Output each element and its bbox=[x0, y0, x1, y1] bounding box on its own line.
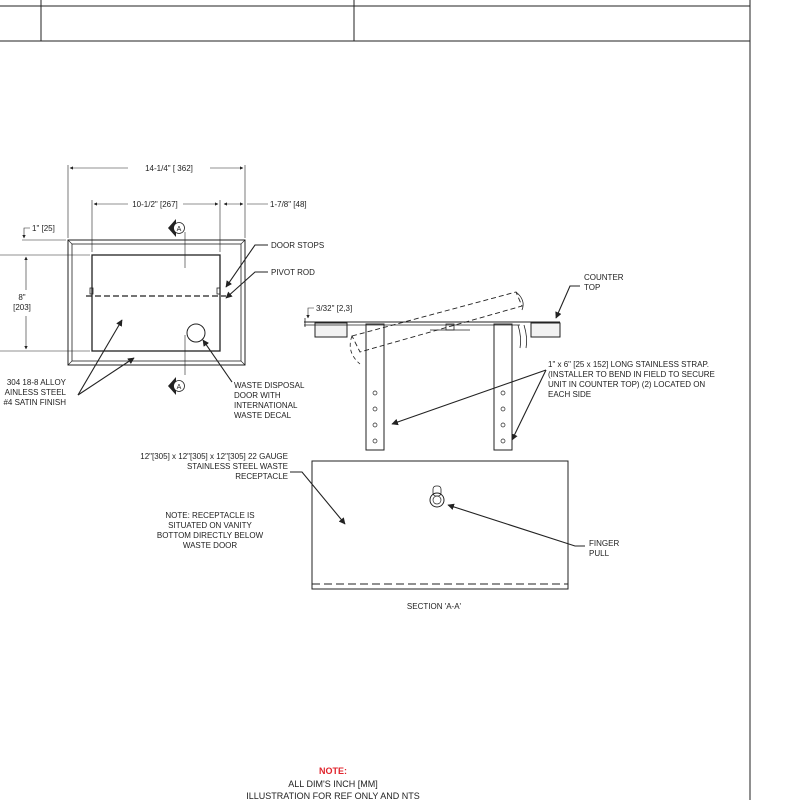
note-receptacle-2: SITUATED ON VANITY bbox=[168, 521, 252, 530]
dim-height-in: 8" bbox=[18, 293, 25, 302]
door-open-position bbox=[351, 291, 523, 353]
dim-overall-width: 14-1/4" [ 362] bbox=[145, 164, 193, 173]
label-counter-top-2: TOP bbox=[584, 283, 600, 292]
section-marker-bottom: A bbox=[168, 377, 185, 395]
footer-note-heading: NOTE: bbox=[319, 766, 347, 776]
label-waste-door-1: WASTE DISPOSAL bbox=[234, 381, 305, 390]
label-counter-top-1: COUNTER bbox=[584, 273, 624, 282]
waste-door bbox=[91, 254, 221, 352]
finger-pull bbox=[429, 485, 445, 508]
label-finger-pull-1: FINGER bbox=[589, 539, 619, 548]
label-receptacle-2: STAINLESS STEEL WASTE bbox=[187, 462, 288, 471]
label-strap-3: UNIT IN COUNTER TOP) (2) LOCATED ON bbox=[548, 380, 705, 389]
title-block bbox=[0, 0, 751, 800]
label-pivot-rod: PIVOT ROD bbox=[271, 268, 315, 277]
door-stop-right bbox=[216, 287, 221, 295]
note-receptacle-4: WASTE DOOR bbox=[183, 541, 238, 550]
label-strap-4: EACH SIDE bbox=[548, 390, 591, 399]
dim-door-width: 10-1/2" [267] bbox=[132, 200, 178, 209]
label-material-1: 304 18-8 ALLOY bbox=[7, 378, 67, 387]
waste-receptacle bbox=[311, 460, 569, 590]
strap-right bbox=[493, 323, 513, 451]
dim-thickness: 3/32" [2,3] bbox=[316, 304, 352, 313]
footer-note-line2: ILLUSTRATION FOR REF ONLY AND NTS bbox=[246, 791, 420, 800]
note-receptacle-1: NOTE: RECEPTACLE IS bbox=[165, 511, 254, 520]
outer-frame bbox=[67, 239, 246, 366]
label-waste-door-3: INTERNATIONAL bbox=[234, 401, 298, 410]
label-strap-1: 1" x 6" [25 x 152] LONG STAINLESS STRAP. bbox=[548, 360, 709, 369]
strap-left bbox=[365, 323, 385, 451]
footer-note-line1: ALL DIM'S INCH [MM] bbox=[288, 779, 377, 789]
section-view bbox=[290, 285, 585, 590]
label-finger-pull-2: PULL bbox=[589, 549, 610, 558]
label-material-2: AINLESS STEEL bbox=[5, 388, 67, 397]
label-waste-door-4: WASTE DECAL bbox=[234, 411, 292, 420]
section-marker-top: A bbox=[168, 219, 185, 237]
section-caption: SECTION 'A-A' bbox=[407, 602, 462, 611]
door-stop-left bbox=[89, 287, 94, 295]
frame-inner-bevel bbox=[71, 243, 242, 362]
label-door-stops: DOOR STOPS bbox=[271, 241, 324, 250]
label-receptacle-3: RECEPTACLE bbox=[235, 472, 288, 481]
label-strap-2: (INSTALLER TO BEND IN FIELD TO SECURE bbox=[548, 370, 715, 379]
label-material-3: #4 SATIN FINISH bbox=[3, 398, 66, 407]
section-marker-bottom-label: A bbox=[177, 384, 182, 391]
counter-right bbox=[530, 322, 561, 338]
counter-left bbox=[314, 322, 348, 338]
finger-hole bbox=[186, 323, 206, 343]
note-receptacle-3: BOTTOM DIRECTLY BELOW bbox=[157, 531, 264, 540]
dim-top: 1" [25] bbox=[32, 224, 55, 233]
dim-height-mm: [203] bbox=[13, 303, 31, 312]
plan-view bbox=[0, 165, 268, 396]
section-marker-top-label: A bbox=[177, 226, 182, 233]
dim-side: 1-7/8" [48] bbox=[270, 200, 307, 209]
label-waste-door-2: DOOR WITH bbox=[234, 391, 281, 400]
label-receptacle-1: 12"[305] x 12"[305] x 12"[305] 22 GAUGE bbox=[140, 452, 288, 461]
